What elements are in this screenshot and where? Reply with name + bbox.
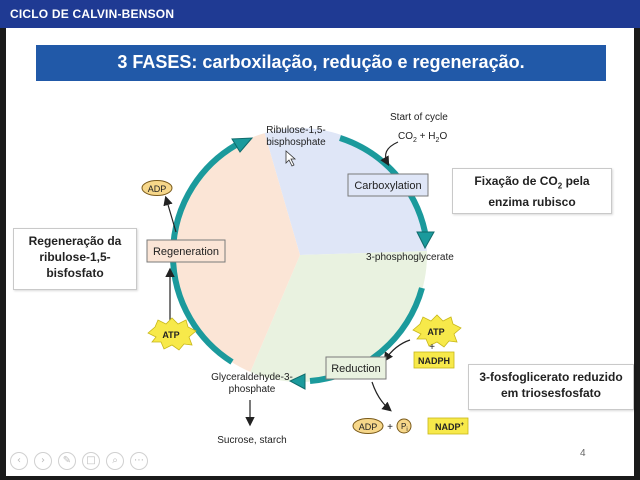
- atp-regeneration-burst: [147, 317, 197, 351]
- regeneration-box: [146, 239, 226, 263]
- more-icon[interactable]: ⋯: [130, 452, 148, 470]
- arrowhead-carboxylation: [416, 231, 435, 250]
- adp-reduction-badge: [352, 418, 384, 434]
- note-regeneracao: Regeneração da ribulose-1,5- bisfosfato: [13, 228, 137, 290]
- zoom-icon[interactable]: ⌕: [106, 452, 124, 470]
- back-icon[interactable]: ‹: [10, 452, 28, 470]
- nadph-label: NADPH: [418, 356, 450, 366]
- reduction-label: Reduction: [331, 363, 381, 375]
- note-fixacao-line2: enzima rubisco: [488, 195, 576, 210]
- note-reduzido-line2: em triosesfosfato: [500, 386, 602, 400]
- nadph-badge: [413, 351, 455, 369]
- note-regeneracao-line3: bisfosfato: [46, 266, 104, 280]
- reduction-box: [325, 356, 387, 380]
- co2-input-arrow: [380, 141, 399, 167]
- rubp-label-line1: Ribulose-1,5-: [266, 125, 325, 136]
- adp-regeneration-badge: [141, 180, 173, 196]
- adp-pi-output-arrow: [371, 381, 392, 412]
- note-regeneracao-line1: Regeneração da: [28, 234, 122, 248]
- adp-reduction-label: ADP: [359, 422, 378, 432]
- regeneration-label: Regeneration: [153, 246, 219, 258]
- note-fixacao: Fixação de CO2 pela enzima rubisco: [452, 168, 612, 214]
- page-number: 4: [580, 448, 586, 459]
- co2-h2o-label: CO2 + H2O: [398, 131, 447, 144]
- pi-badge: [396, 418, 412, 434]
- arrowhead-regeneration: [231, 137, 254, 153]
- forward-icon[interactable]: ›: [34, 452, 52, 470]
- title-bar: CICLO DE CALVIN-BENSON: [0, 0, 640, 28]
- pga-label: 3-phosphoglycerate: [366, 252, 454, 263]
- arrowhead-reduction: [288, 373, 306, 390]
- atp-regeneration-label: ATP: [162, 330, 179, 340]
- atp-nadph-input-arrow: [383, 339, 411, 362]
- note-reduzido: 3-fosfoglicerato reduzido em triosesfosf…: [468, 364, 634, 410]
- pi-label: Pi: [401, 422, 408, 433]
- g3p-label-line1: Glyceraldehyde-3-: [211, 372, 293, 383]
- mouse-cursor-icon: [285, 150, 297, 167]
- slide-banner: 3 FASES: carboxilação, redução e regener…: [36, 45, 606, 81]
- copy-icon[interactable]: □: [82, 452, 100, 470]
- carboxylation-label: Carboxylation: [354, 180, 421, 192]
- nadp-label: NADP+: [435, 422, 465, 432]
- banner-title: 3 FASES: carboxilação, redução e regener…: [117, 52, 525, 72]
- note-regeneracao-line2: ribulose-1,5-: [39, 250, 111, 264]
- plus-adp-pi: +: [387, 422, 393, 433]
- atp-reduction-burst: [412, 314, 462, 348]
- plus-atp-nadph: +: [429, 342, 435, 353]
- nadp-badge: [427, 417, 469, 435]
- adp-regeneration-label: ADP: [148, 184, 167, 194]
- g3p-label-line2: phosphate: [229, 384, 276, 395]
- adp-output-arrow: [163, 195, 177, 233]
- start-of-cycle-label: Start of cycle: [390, 112, 448, 123]
- note-fixacao-line1: Fixação de CO2 pela: [474, 174, 590, 191]
- note-reduzido-line1: 3-fosfoglicerato reduzido: [479, 370, 623, 384]
- carboxylation-box: [347, 173, 429, 197]
- window-title: CICLO DE CALVIN-BENSON: [10, 7, 175, 21]
- pen-icon[interactable]: ✎: [58, 452, 76, 470]
- sucrose-starch-label: Sucrose, starch: [217, 435, 286, 446]
- rubp-label-line2: bisphosphate: [266, 137, 326, 148]
- atp-reduction-label: ATP: [427, 327, 444, 337]
